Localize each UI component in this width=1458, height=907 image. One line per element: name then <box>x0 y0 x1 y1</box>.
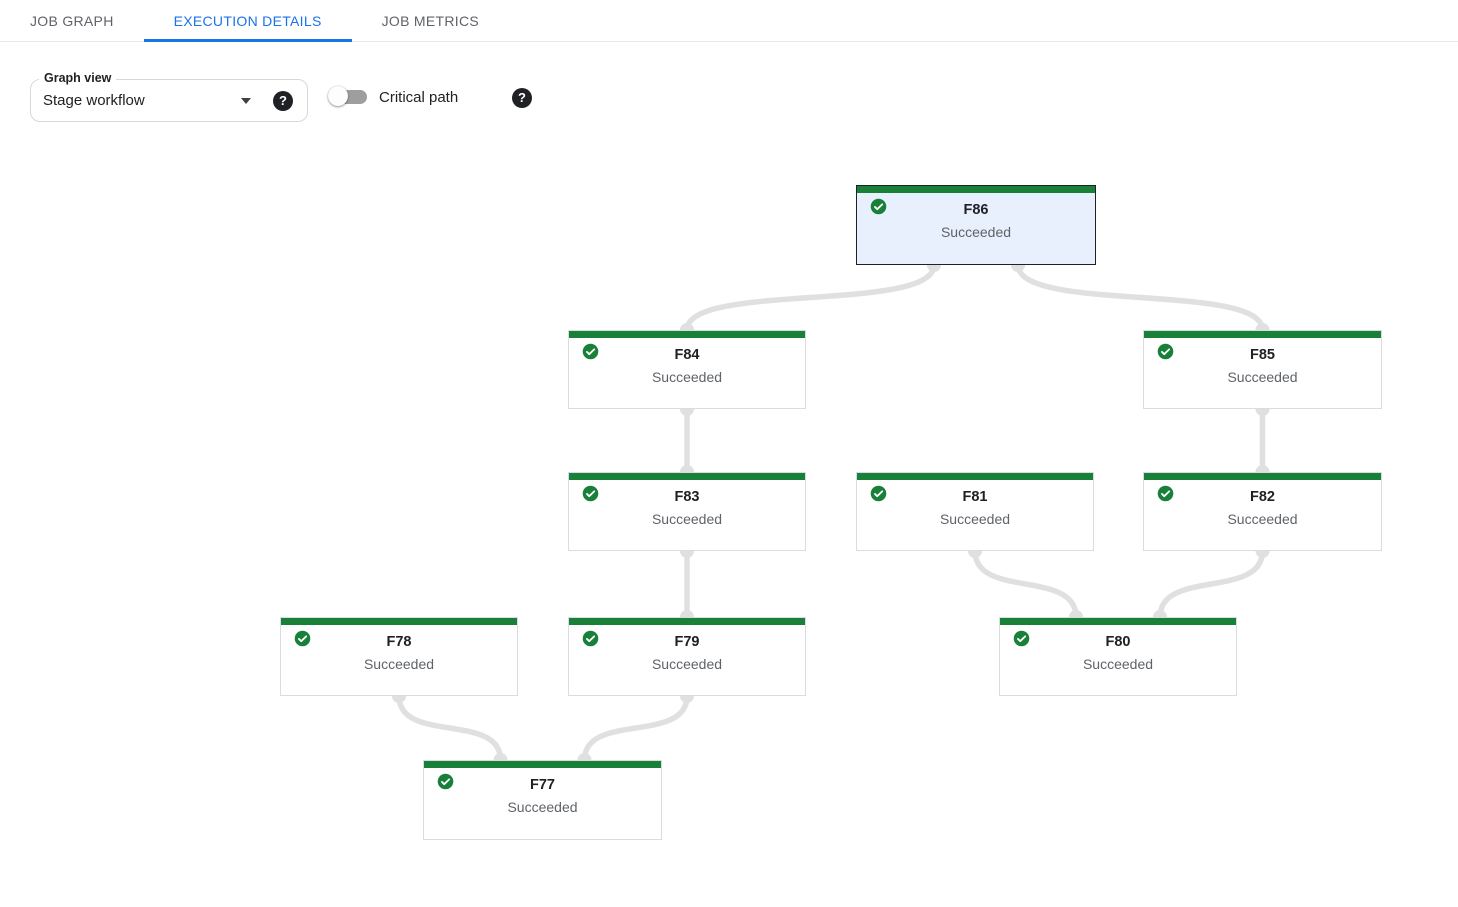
check-circle-icon <box>437 773 454 790</box>
check-circle-icon <box>294 630 311 647</box>
node-title: F81 <box>962 489 988 505</box>
node-status-bar <box>424 761 661 768</box>
workflow-edge-F82-F80 <box>1157 548 1266 620</box>
node-status: Succeeded <box>1227 369 1298 385</box>
node-title: F78 <box>386 634 412 650</box>
critical-path-help-icon[interactable]: ? <box>512 88 532 108</box>
node-status-bar <box>281 618 517 625</box>
workflow-edge-F86-F85 <box>1015 262 1266 333</box>
graph-view-select[interactable]: Graph view Stage workflow ? <box>30 71 308 122</box>
workflow-edge-F78-F77 <box>396 693 504 763</box>
tab-job-metrics[interactable]: JOB METRICS <box>352 0 509 41</box>
node-title: F84 <box>674 347 700 363</box>
workflow-edge-F86-F84 <box>684 262 937 333</box>
node-status: Succeeded <box>507 799 578 815</box>
node-status-bar <box>857 473 1093 480</box>
node-status: Succeeded <box>939 511 1011 527</box>
check-circle-icon <box>870 485 887 502</box>
node-status: Succeeded <box>651 511 723 527</box>
check-circle-icon <box>1157 343 1174 360</box>
check-circle-icon <box>582 485 599 502</box>
node-status-bar <box>1144 331 1381 338</box>
node-status-bar <box>1144 473 1381 480</box>
tab-execution-details[interactable]: EXECUTION DETAILS <box>143 0 352 42</box>
chevron-down-icon <box>241 98 251 104</box>
node-status: Succeeded <box>1227 511 1298 527</box>
check-circle-icon <box>870 198 887 215</box>
critical-path-toggle[interactable] <box>328 86 368 108</box>
graph-view-selected-value: Stage workflow <box>43 92 145 109</box>
node-status-bar <box>569 331 805 338</box>
node-status: Succeeded <box>1082 656 1154 672</box>
node-status-bar <box>569 473 805 480</box>
critical-path-label: Critical path <box>379 89 459 106</box>
tab-bar: JOB GRAPH EXECUTION DETAILS JOB METRICS <box>0 0 1458 42</box>
check-circle-icon <box>582 343 599 360</box>
workflow-edge-F79-F77 <box>581 693 690 763</box>
node-title: F82 <box>1250 489 1275 505</box>
node-title: F79 <box>674 634 700 650</box>
tab-job-graph[interactable]: JOB GRAPH <box>0 0 144 41</box>
node-title: F86 <box>963 202 989 218</box>
check-circle-icon <box>582 630 599 647</box>
workflow-edge-F81-F80 <box>972 548 1079 620</box>
node-status-bar <box>1000 618 1236 625</box>
node-title: F77 <box>530 777 555 793</box>
node-title: F83 <box>674 489 700 505</box>
graph-view-help-icon[interactable]: ? <box>273 91 293 111</box>
node-title: F80 <box>1105 634 1131 650</box>
node-status: Succeeded <box>940 224 1012 240</box>
check-circle-icon <box>1013 630 1030 647</box>
node-status-bar <box>569 618 805 625</box>
node-status: Succeeded <box>363 656 435 672</box>
node-status: Succeeded <box>651 369 723 385</box>
check-circle-icon <box>1157 485 1174 502</box>
node-title: F85 <box>1250 347 1275 363</box>
toggle-thumb <box>328 86 348 106</box>
node-status-bar <box>857 186 1095 193</box>
node-status: Succeeded <box>651 656 723 672</box>
graph-view-select-label: Graph view <box>39 71 117 85</box>
